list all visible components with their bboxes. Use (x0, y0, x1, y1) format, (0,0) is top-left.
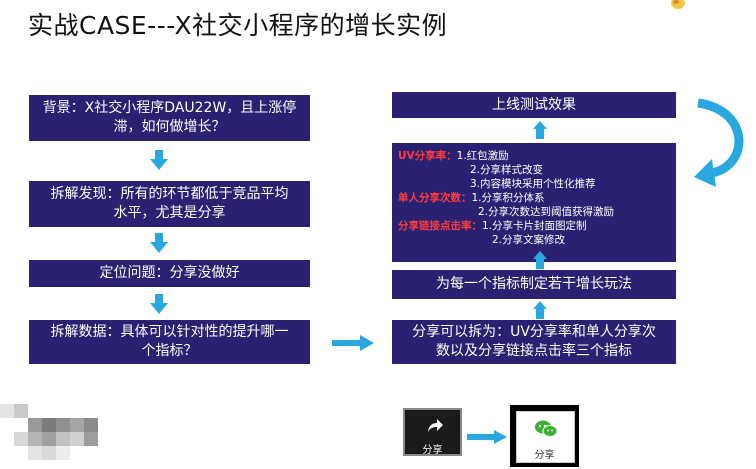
arrow-down-icon (150, 294, 168, 314)
metrics-uv-row: UV分享率：1.红包激励 (398, 149, 670, 163)
uv-item-3: 3.内容模块采用个性化推荐 (470, 178, 596, 190)
online-text: 上线测试效果 (492, 96, 576, 113)
breakdown-line-2: 个指标？ (141, 343, 198, 359)
arrow-up-icon (533, 121, 547, 139)
share-forward-icon (428, 419, 443, 432)
locate-text: 定位问题：分享没做好 (99, 265, 240, 281)
metrics-box: UV分享率：1.红包激励 2.分享样式改变 3.内容模块采用个性化推荐 单人分享… (392, 143, 676, 262)
split-line-2: 数以及分享链接点击率三个指标 (435, 343, 632, 359)
arrow-up-icon (533, 251, 547, 269)
arrow-down-icon (150, 150, 168, 170)
arrow-right-icon (467, 430, 507, 444)
locate-box: 定位问题：分享没做好 (29, 260, 310, 287)
breakdown-box: 拆解数据：具体可以针对性的提升哪一 个指标？ (29, 320, 310, 364)
arrow-right-icon (332, 335, 374, 351)
single-item-1: 1.分享积分体系 (471, 192, 545, 204)
plan-box: 为每一个指标制定若干增长玩法 (392, 270, 676, 299)
discovery-line-2: 水平，尤其是分享 (113, 205, 226, 221)
breakdown-line-1: 拆解数据：具体可以针对性的提升哪一 (50, 324, 289, 340)
metrics-click-row: 分享链接点击率：1.分享卡片封面图定制 (398, 219, 670, 233)
arrow-down-icon (150, 233, 168, 253)
share-label-left: 分享 (422, 445, 443, 456)
corner-logo-icon (671, 0, 685, 9)
wechat-icon (535, 420, 558, 437)
split-box: 分享可以拆为：UV分享率和单人分享次 数以及分享链接点击率三个指标 (392, 320, 676, 364)
discovery-box: 拆解发现：所有的环节都低于竞品平均 水平，尤其是分享 (29, 181, 310, 227)
uv-item-2: 2.分享样式改变 (470, 164, 544, 176)
discovery-line-1: 拆解发现：所有的环节都低于竞品平均 (50, 186, 289, 202)
wechat-share-button: 分享 (510, 405, 579, 467)
click-item-1: 1.分享卡片封面图定制 (482, 220, 587, 232)
uv-item-1: 1.红包激励 (456, 150, 509, 162)
arrow-up-icon (533, 301, 547, 319)
single-item-2: 2.分享次数达到阈值获得激励 (478, 206, 615, 218)
split-line-1: 分享可以拆为：UV分享率和单人分享次 (412, 324, 656, 340)
share-forward-button: 分享 (403, 408, 462, 456)
plan-text: 为每一个指标制定若干增长玩法 (436, 276, 632, 292)
background-line-1: 背景：X社交小程序DAU22W，且上涨停 (42, 100, 297, 116)
uv-label: UV分享率： (398, 150, 457, 162)
page-title: 实战CASE---X社交小程序的增长实例 (28, 11, 448, 40)
background-box: 背景：X社交小程序DAU22W，且上涨停 滞，如何做增长？ (29, 95, 310, 141)
single-label: 单人分享次数： (398, 192, 472, 204)
background-line-2: 滞，如何做增长？ (113, 119, 226, 135)
click-label: 分享链接点击率： (398, 220, 482, 232)
online-box: 上线测试效果 (392, 92, 676, 118)
share-label-right: 分享 (534, 450, 555, 461)
metrics-single-row: 单人分享次数：1.分享积分体系 (398, 191, 670, 205)
click-item-2: 2.分享文案修改 (492, 234, 566, 246)
curved-arrow-icon (694, 98, 744, 187)
